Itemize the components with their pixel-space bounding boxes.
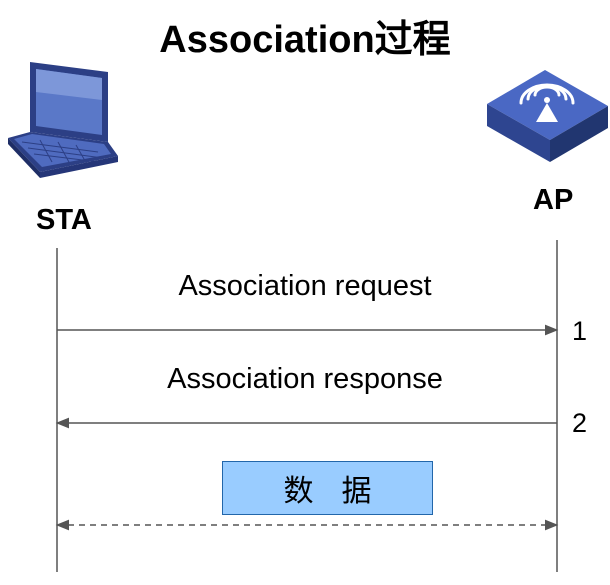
- sta-label: STA: [36, 204, 92, 236]
- response-label: Association response: [167, 363, 443, 395]
- response-step-number: 2: [572, 408, 588, 438]
- data-box-label: 数据: [283, 475, 400, 508]
- laptop-icon: [8, 62, 118, 178]
- ap-label: AP: [533, 184, 574, 216]
- diagram-title: Association过程: [159, 19, 451, 61]
- request-step-number: 1: [572, 316, 588, 346]
- access-point-icon: [487, 70, 608, 162]
- data-box: 数据: [222, 461, 433, 515]
- request-label: Association request: [178, 270, 432, 302]
